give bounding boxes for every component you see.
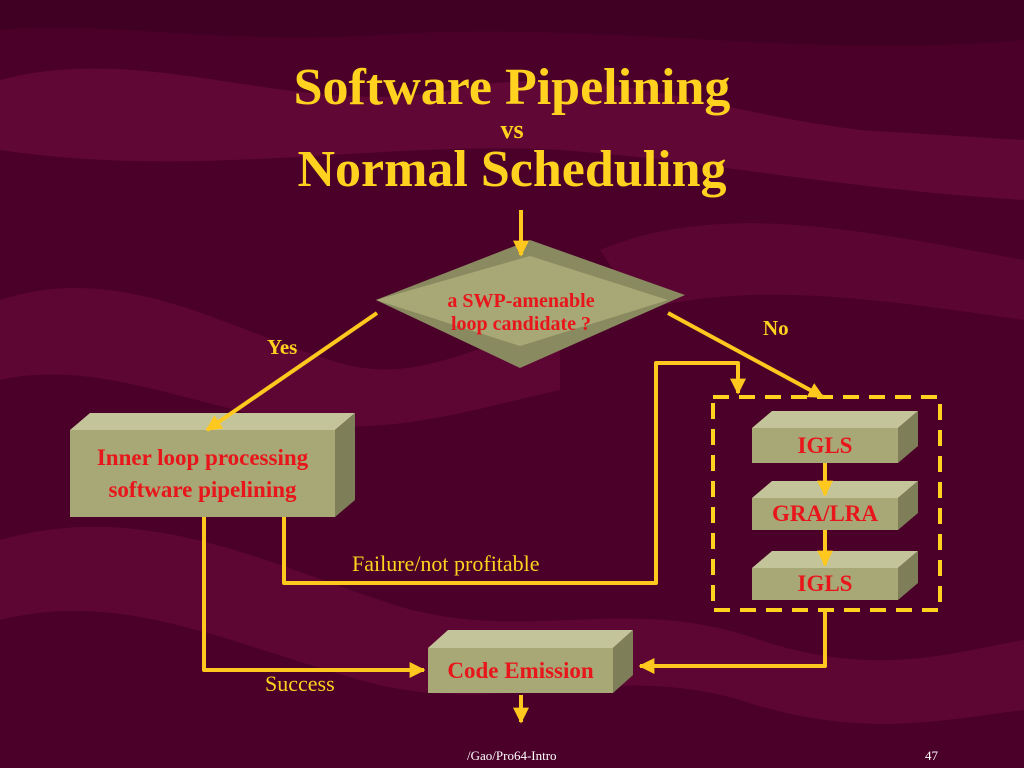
yes-arrow <box>205 311 379 432</box>
inner-loop-box <box>70 413 355 517</box>
footer-source: /Gao/Pro64-Intro <box>467 748 557 763</box>
igls-top-box <box>752 411 918 463</box>
title-vs: vs <box>500 115 524 144</box>
backend-to-emission-arrow <box>638 610 827 674</box>
title-line-1: Software Pipelining <box>293 59 731 116</box>
inner-loop-line-2: software pipelining <box>108 476 297 502</box>
igls-bottom-label: IGLS <box>797 571 853 596</box>
slide-number: 47 <box>925 748 938 763</box>
failure-arrow <box>282 361 746 585</box>
inner-loop-line-1: Inner loop processing <box>96 444 309 470</box>
no-arrow <box>667 311 825 399</box>
failure-label: Failure/not profitable <box>352 551 540 576</box>
no-label: No <box>763 316 789 340</box>
success-arrow <box>202 517 426 678</box>
decision-line-2: loop candidate ? <box>450 313 592 335</box>
igls-bottom-box <box>752 551 918 600</box>
code-emission-label: Code Emission <box>447 657 594 683</box>
code-emission-box <box>428 630 633 693</box>
inner-loop-label: Inner loop processing software pipelinin… <box>70 430 335 517</box>
gra-lra-label: GRA/LRA <box>771 501 879 526</box>
gra-lra-box <box>752 481 918 530</box>
decision-diamond <box>376 240 685 368</box>
title-line-2: Normal Scheduling <box>297 141 727 198</box>
igls-top-label: IGLS <box>797 432 853 458</box>
decision-line-1: a SWP-amenable <box>447 290 595 312</box>
decision-label: a SWP-amenable loop candidate ? <box>376 283 666 343</box>
yes-label: Yes <box>267 335 298 359</box>
success-label: Success <box>265 671 335 696</box>
